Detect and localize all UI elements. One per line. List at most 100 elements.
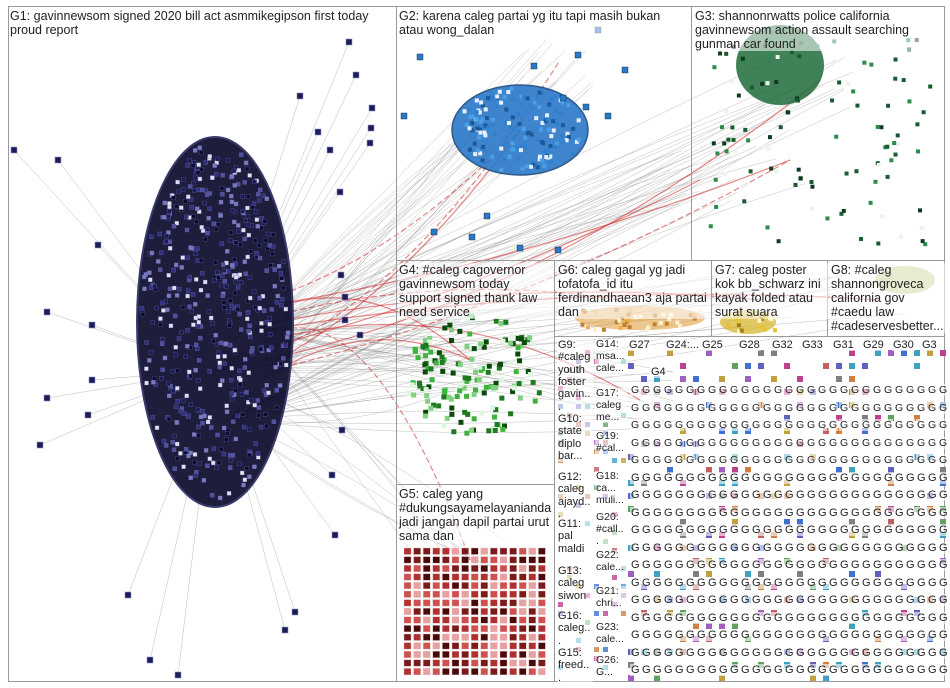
node-g3 [839, 211, 844, 216]
node-g2-outlier [483, 212, 491, 220]
small-group-label: G [663, 471, 674, 484]
node-g2-outlier [400, 112, 408, 120]
node-g5 [413, 668, 421, 676]
node-g5 [490, 565, 498, 572]
node-g7 [759, 317, 764, 322]
small-group-label: G [663, 419, 674, 431]
node-g1 [216, 222, 221, 227]
node-g5 [490, 608, 498, 615]
small-group-label: G [905, 541, 916, 554]
node-small-group [836, 415, 842, 421]
node-g1 [258, 347, 263, 352]
node-g1 [149, 234, 154, 239]
node-g4 [493, 385, 499, 391]
node-g5 [432, 625, 440, 633]
small-group-label: G [916, 629, 927, 641]
node-g3 [862, 60, 867, 65]
edge [229, 107, 850, 421]
node-g4 [415, 355, 421, 361]
node-g5 [403, 633, 412, 641]
node-g2 [540, 139, 545, 144]
small-group-label: G [806, 646, 817, 659]
node-g2 [479, 100, 484, 105]
node-g5 [480, 659, 488, 667]
small-group-label: G [729, 401, 740, 414]
small-group-label: G [718, 559, 729, 571]
node-g5 [413, 556, 421, 564]
node-g1 [244, 466, 249, 471]
node-g1 [261, 388, 267, 393]
small-group-label: G [751, 541, 762, 554]
small-group-label: G [773, 559, 784, 571]
node-g1 [167, 246, 173, 251]
node-g2-outlier [574, 51, 582, 59]
node-g3 [749, 85, 754, 90]
node-g3 [928, 84, 933, 89]
node-g5 [499, 599, 508, 607]
node-g2 [554, 141, 559, 146]
small-group-label: G [806, 559, 817, 571]
node-g1 [209, 425, 214, 430]
small-group-label: G [894, 454, 905, 466]
small-group-label: G [630, 524, 641, 536]
node-g4 [420, 344, 426, 350]
node-g3 [868, 200, 873, 205]
node-g3 [923, 242, 928, 247]
node-g4 [502, 423, 508, 429]
node-g1 [245, 214, 250, 219]
small-group-label: G [696, 506, 707, 519]
node-g4 [519, 379, 525, 385]
node-g4 [469, 356, 475, 362]
node-g5 [442, 565, 450, 572]
small-group-label: G [740, 419, 751, 431]
node-g1 [231, 168, 237, 174]
small-group-label: G [905, 629, 916, 641]
edge [254, 129, 755, 331]
node-g6 [664, 321, 669, 326]
node-small-group [654, 675, 660, 681]
node-g1 [240, 209, 245, 214]
node-g5 [432, 659, 440, 667]
small-group-label: G [905, 384, 916, 396]
small-group-label: G [641, 471, 652, 484]
node-g5 [480, 633, 488, 641]
small-group-label: G [839, 646, 850, 659]
node-g1 [255, 398, 260, 403]
small-group-label: G [850, 506, 861, 519]
node-g3 [915, 122, 920, 127]
small-group-label: G [718, 664, 729, 676]
node-g4 [492, 427, 498, 433]
node-g5 [413, 642, 421, 650]
small-group-label: G [817, 436, 828, 449]
node-g3 [776, 239, 781, 244]
node-g4 [440, 368, 446, 374]
small-group-label: G [850, 559, 861, 571]
small-group-label: G [784, 664, 795, 676]
small-group-label: G [916, 471, 927, 484]
node-g4 [425, 365, 431, 371]
node-small-group [901, 350, 907, 356]
node-g1-outlier [336, 188, 344, 196]
node-g1 [188, 184, 193, 189]
node-g1 [219, 185, 225, 191]
node-g2 [542, 163, 547, 168]
small-group-label: G [652, 506, 663, 519]
node-g1 [252, 238, 258, 243]
small-group-label: G [927, 471, 938, 484]
node-g2 [507, 155, 512, 160]
node-g2 [546, 147, 551, 152]
node-g4 [516, 381, 522, 387]
node-g4 [464, 343, 470, 349]
node-g2 [523, 135, 528, 140]
small-group-label: G [905, 594, 916, 606]
small-group-label: G [916, 646, 927, 659]
node-g5 [499, 547, 508, 555]
small-group-label: G [762, 559, 773, 571]
node-g1-outlier [314, 128, 322, 136]
small-group-label: G [938, 594, 949, 606]
node-g5 [471, 608, 479, 615]
node-g4 [467, 331, 473, 337]
node-g1 [236, 168, 242, 173]
node-g5 [432, 547, 440, 555]
small-group-label: G [751, 436, 762, 449]
